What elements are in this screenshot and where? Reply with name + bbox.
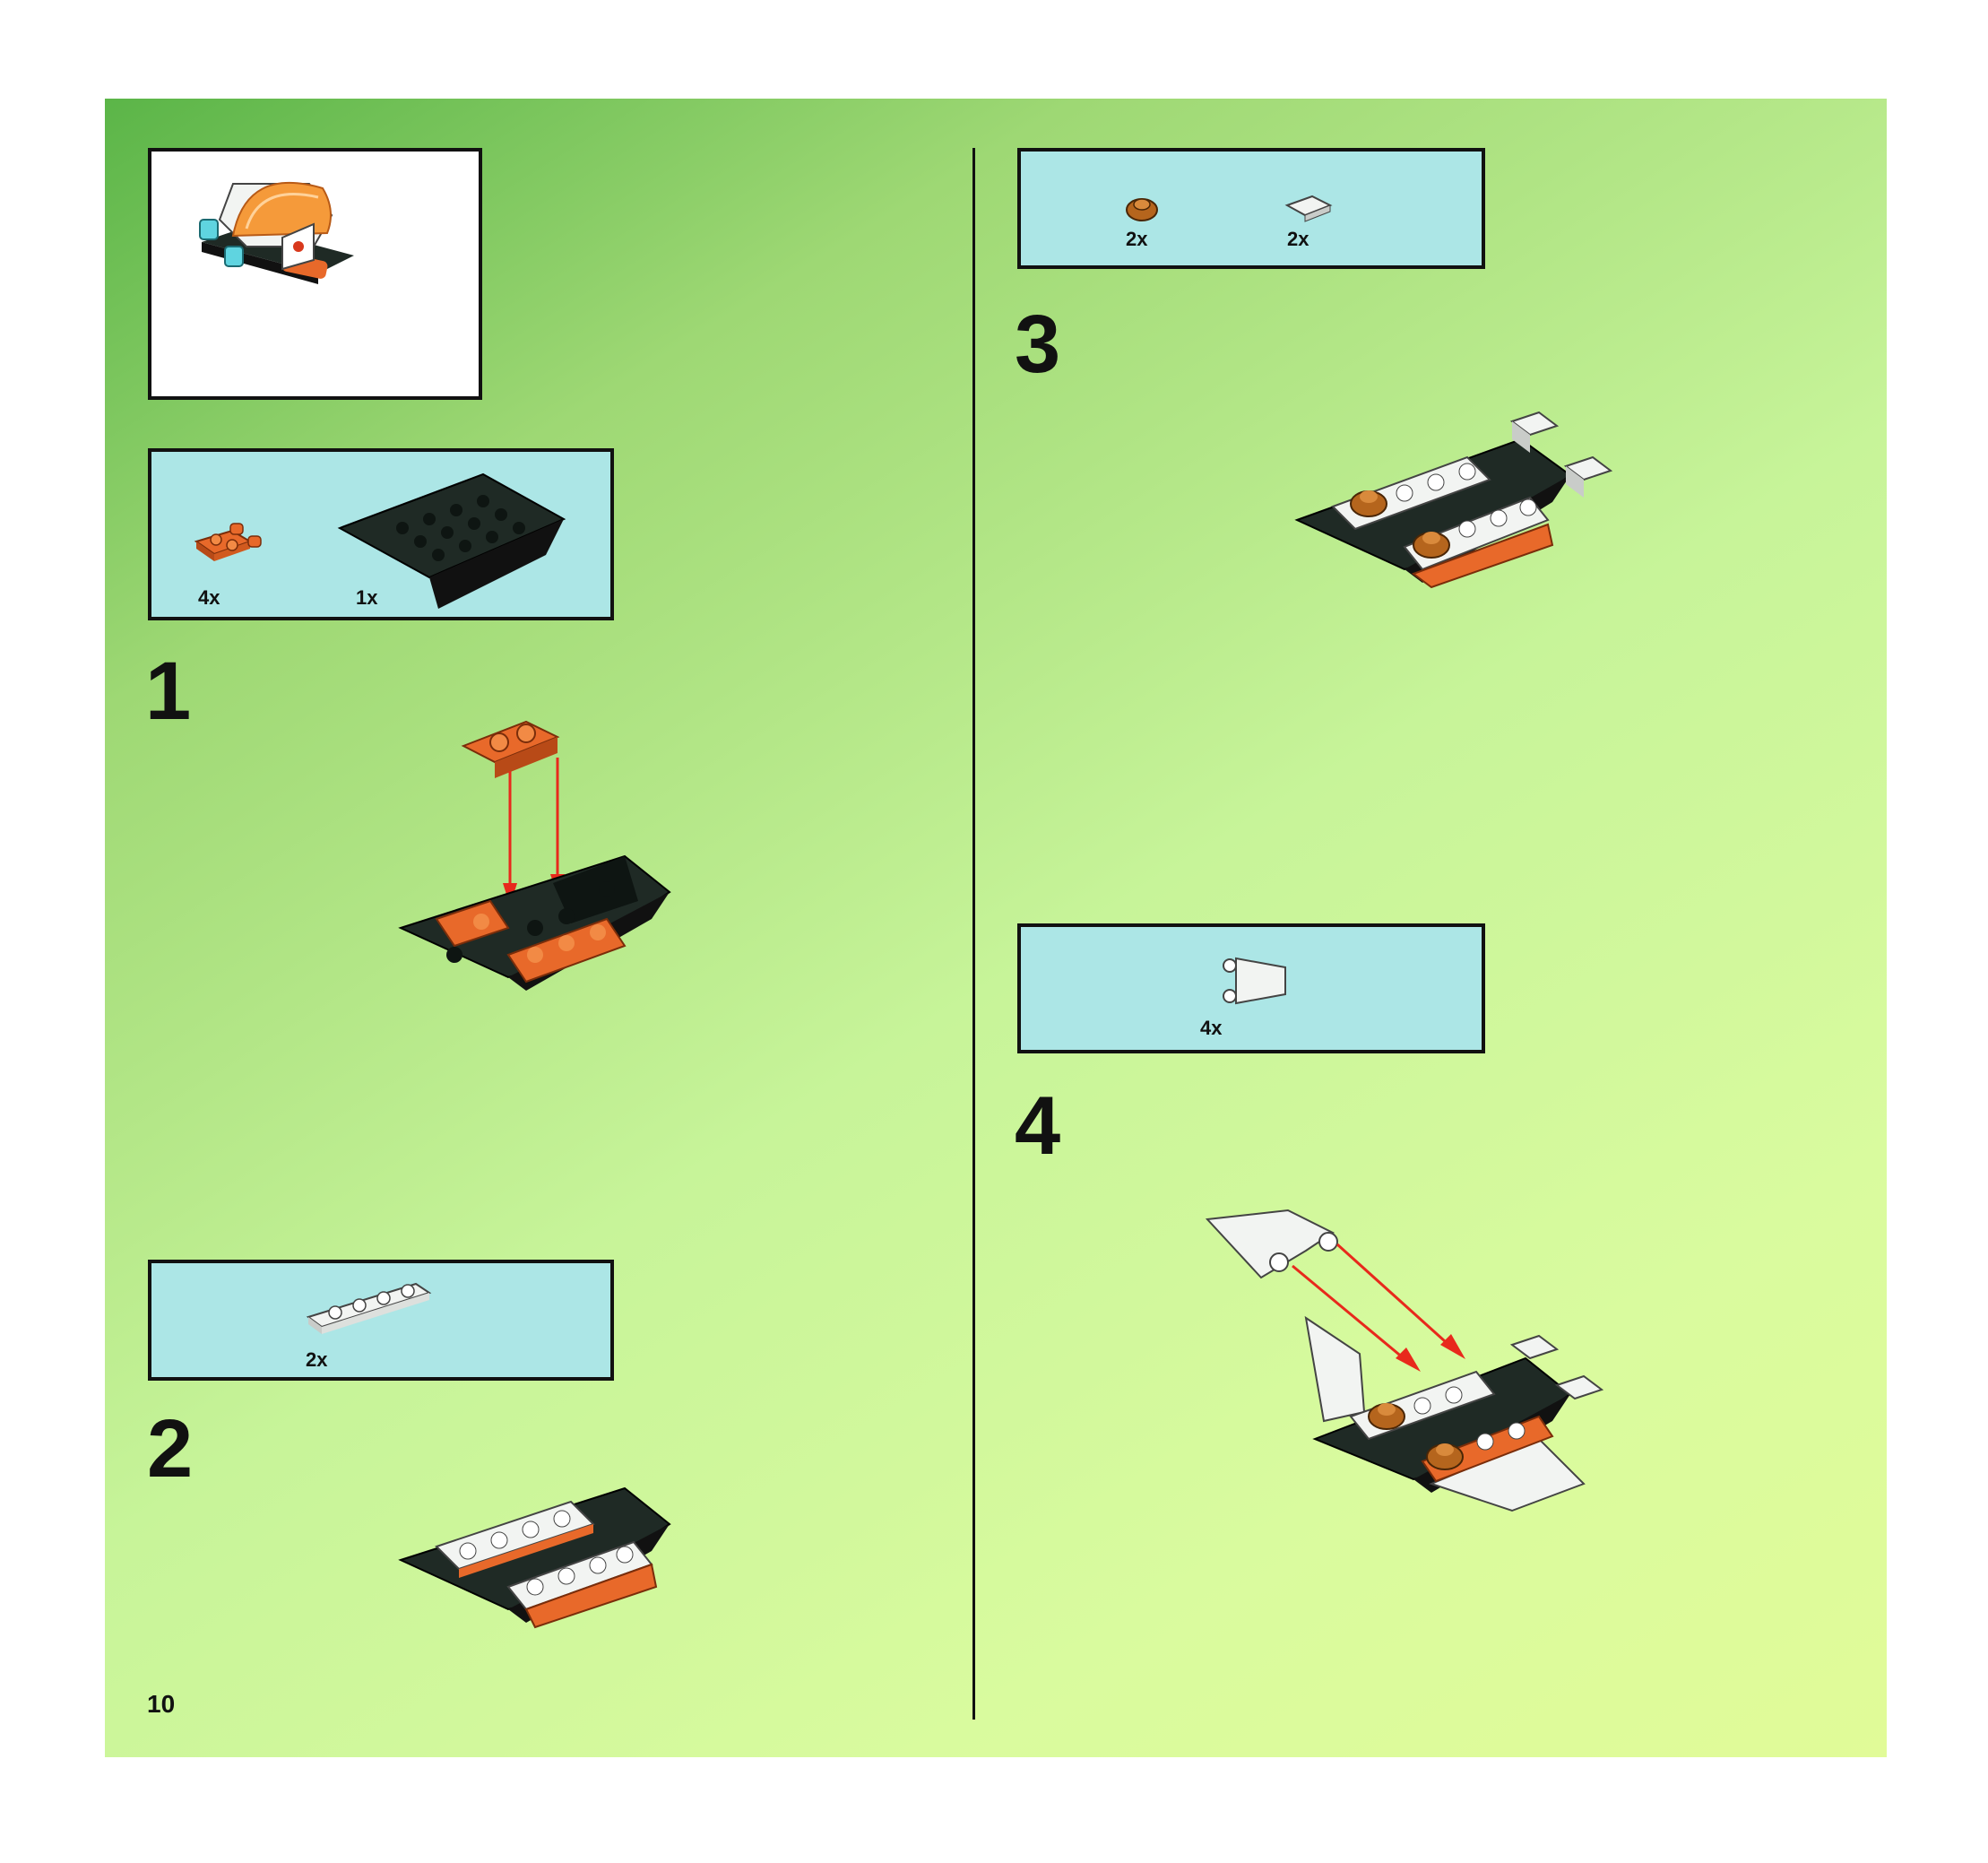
finished-model-image bbox=[199, 181, 354, 284]
page-number: 10 bbox=[147, 1690, 176, 1718]
step-2-assembly-image bbox=[398, 1486, 671, 1629]
instruction-page: 4x 1x 1 bbox=[105, 99, 1887, 1757]
step-number-2: 2 bbox=[147, 1403, 194, 1495]
copper-round-plate-icon bbox=[1126, 198, 1158, 221]
part-quantity: 4x bbox=[1200, 1017, 1223, 1039]
white-wing-with-clips-icon bbox=[1223, 957, 1286, 1005]
parts-callout-step-3: 2x 2x bbox=[1017, 148, 1485, 269]
part-quantity: 1x bbox=[356, 586, 378, 609]
column-divider bbox=[972, 148, 975, 1720]
part-quantity: 4x bbox=[198, 586, 220, 609]
parts-callout-step-4: 4x bbox=[1017, 923, 1485, 1053]
step-number-3: 3 bbox=[1015, 299, 1061, 390]
part-quantity: 2x bbox=[1287, 228, 1309, 250]
white-tile-2x2-icon bbox=[1284, 195, 1333, 222]
step-3-assembly-image bbox=[1294, 411, 1613, 589]
white-plate-1x4-icon bbox=[306, 1282, 432, 1334]
step-1-assembly-image bbox=[398, 720, 671, 991]
parts-callout-step-1: 4x 1x bbox=[148, 448, 614, 620]
black-inverted-slope-base-icon bbox=[337, 472, 566, 609]
parts-callout-step-2: 2x bbox=[148, 1260, 614, 1381]
model-preview-box bbox=[148, 148, 482, 400]
orange-plate-with-clips-icon bbox=[194, 523, 262, 561]
part-quantity: 2x bbox=[306, 1348, 328, 1371]
step-number-1: 1 bbox=[145, 646, 192, 737]
step-number-4: 4 bbox=[1015, 1080, 1061, 1172]
step-4-assembly-image bbox=[1205, 1209, 1604, 1512]
part-quantity: 2x bbox=[1126, 228, 1148, 250]
